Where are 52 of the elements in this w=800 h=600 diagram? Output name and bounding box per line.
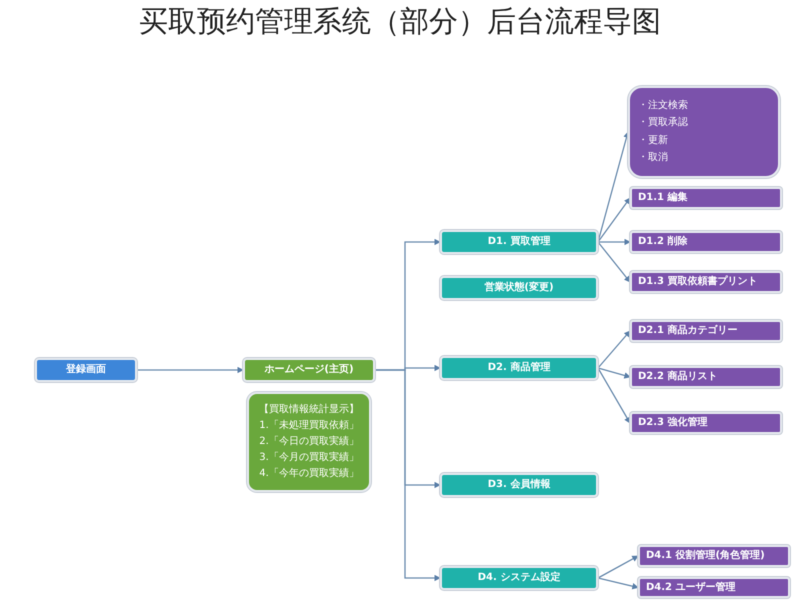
box-heading: 【買取情報統計显示】 <box>259 404 359 416</box>
box-text: D2.1 商品カテゴリー <box>638 325 738 337</box>
subprocess-box <box>638 577 790 598</box>
subprocess-box <box>630 231 782 253</box>
box-text: 登録画面 <box>66 364 106 376</box>
box-text: 1.「未処理買取依頼」 <box>259 420 359 432</box>
box-text: D4. システム設定 <box>478 572 560 584</box>
subprocess-box <box>630 366 782 388</box>
subprocess-box <box>630 412 782 434</box>
connector-line <box>597 197 631 242</box>
box-text: D4.1 役割管理(角色管理) <box>646 550 765 562</box>
connector-line <box>137 366 244 374</box>
box-text: 2.「今日の買取実績」 <box>259 436 359 448</box>
box-text: D3. 会員情報 <box>488 479 550 491</box>
process-box <box>243 358 375 382</box>
process-box <box>440 473 598 497</box>
box-text: D2. 商品管理 <box>488 362 550 374</box>
subprocess-box <box>630 271 782 293</box>
box-text: D1.2 削除 <box>638 236 688 248</box>
connector-line <box>598 238 631 246</box>
subprocess-box <box>638 545 790 567</box>
connector-line <box>598 330 631 368</box>
process-box <box>440 230 598 254</box>
connector-line <box>598 555 639 579</box>
box-text: 営業状態(変更) <box>484 282 554 294</box>
box-text: D2.2 商品リスト <box>638 371 718 383</box>
process-box <box>440 276 598 300</box>
diagram-title: 买取预约管理系统（部分）后台流程导图 <box>138 3 662 40</box>
connector-line <box>597 368 631 424</box>
process-box <box>440 356 598 380</box>
process-box <box>35 358 137 382</box>
box-text: D2.3 強化管理 <box>638 417 708 429</box>
box-text: D1.3 買取依頼書プリント <box>638 276 758 288</box>
list-box <box>628 86 780 178</box>
box-text: D4.2 ユーザー管理 <box>646 582 736 594</box>
box-text: ・更新 <box>638 134 669 147</box>
connector-line <box>598 577 639 590</box>
box-text: ・取消 <box>638 152 669 164</box>
info-box <box>247 392 371 492</box>
connector-line <box>375 369 441 582</box>
connector-line <box>598 367 631 379</box>
box-text: 3.「今月の買取実績」 <box>259 452 359 464</box>
box-text: ・買取承認 <box>638 117 689 130</box>
subprocess-box <box>630 320 782 342</box>
subprocess-box <box>630 187 782 209</box>
box-text: D1. 買取管理 <box>488 236 550 248</box>
box-text: D1.1 編集 <box>638 192 688 204</box>
box-text: ホームページ(主页) <box>264 364 354 376</box>
box-text: ・注文検索 <box>638 100 689 112</box>
process-box <box>440 566 598 590</box>
box-text: 4.「今年の買取実績」 <box>259 468 359 480</box>
connector-line <box>598 242 630 283</box>
